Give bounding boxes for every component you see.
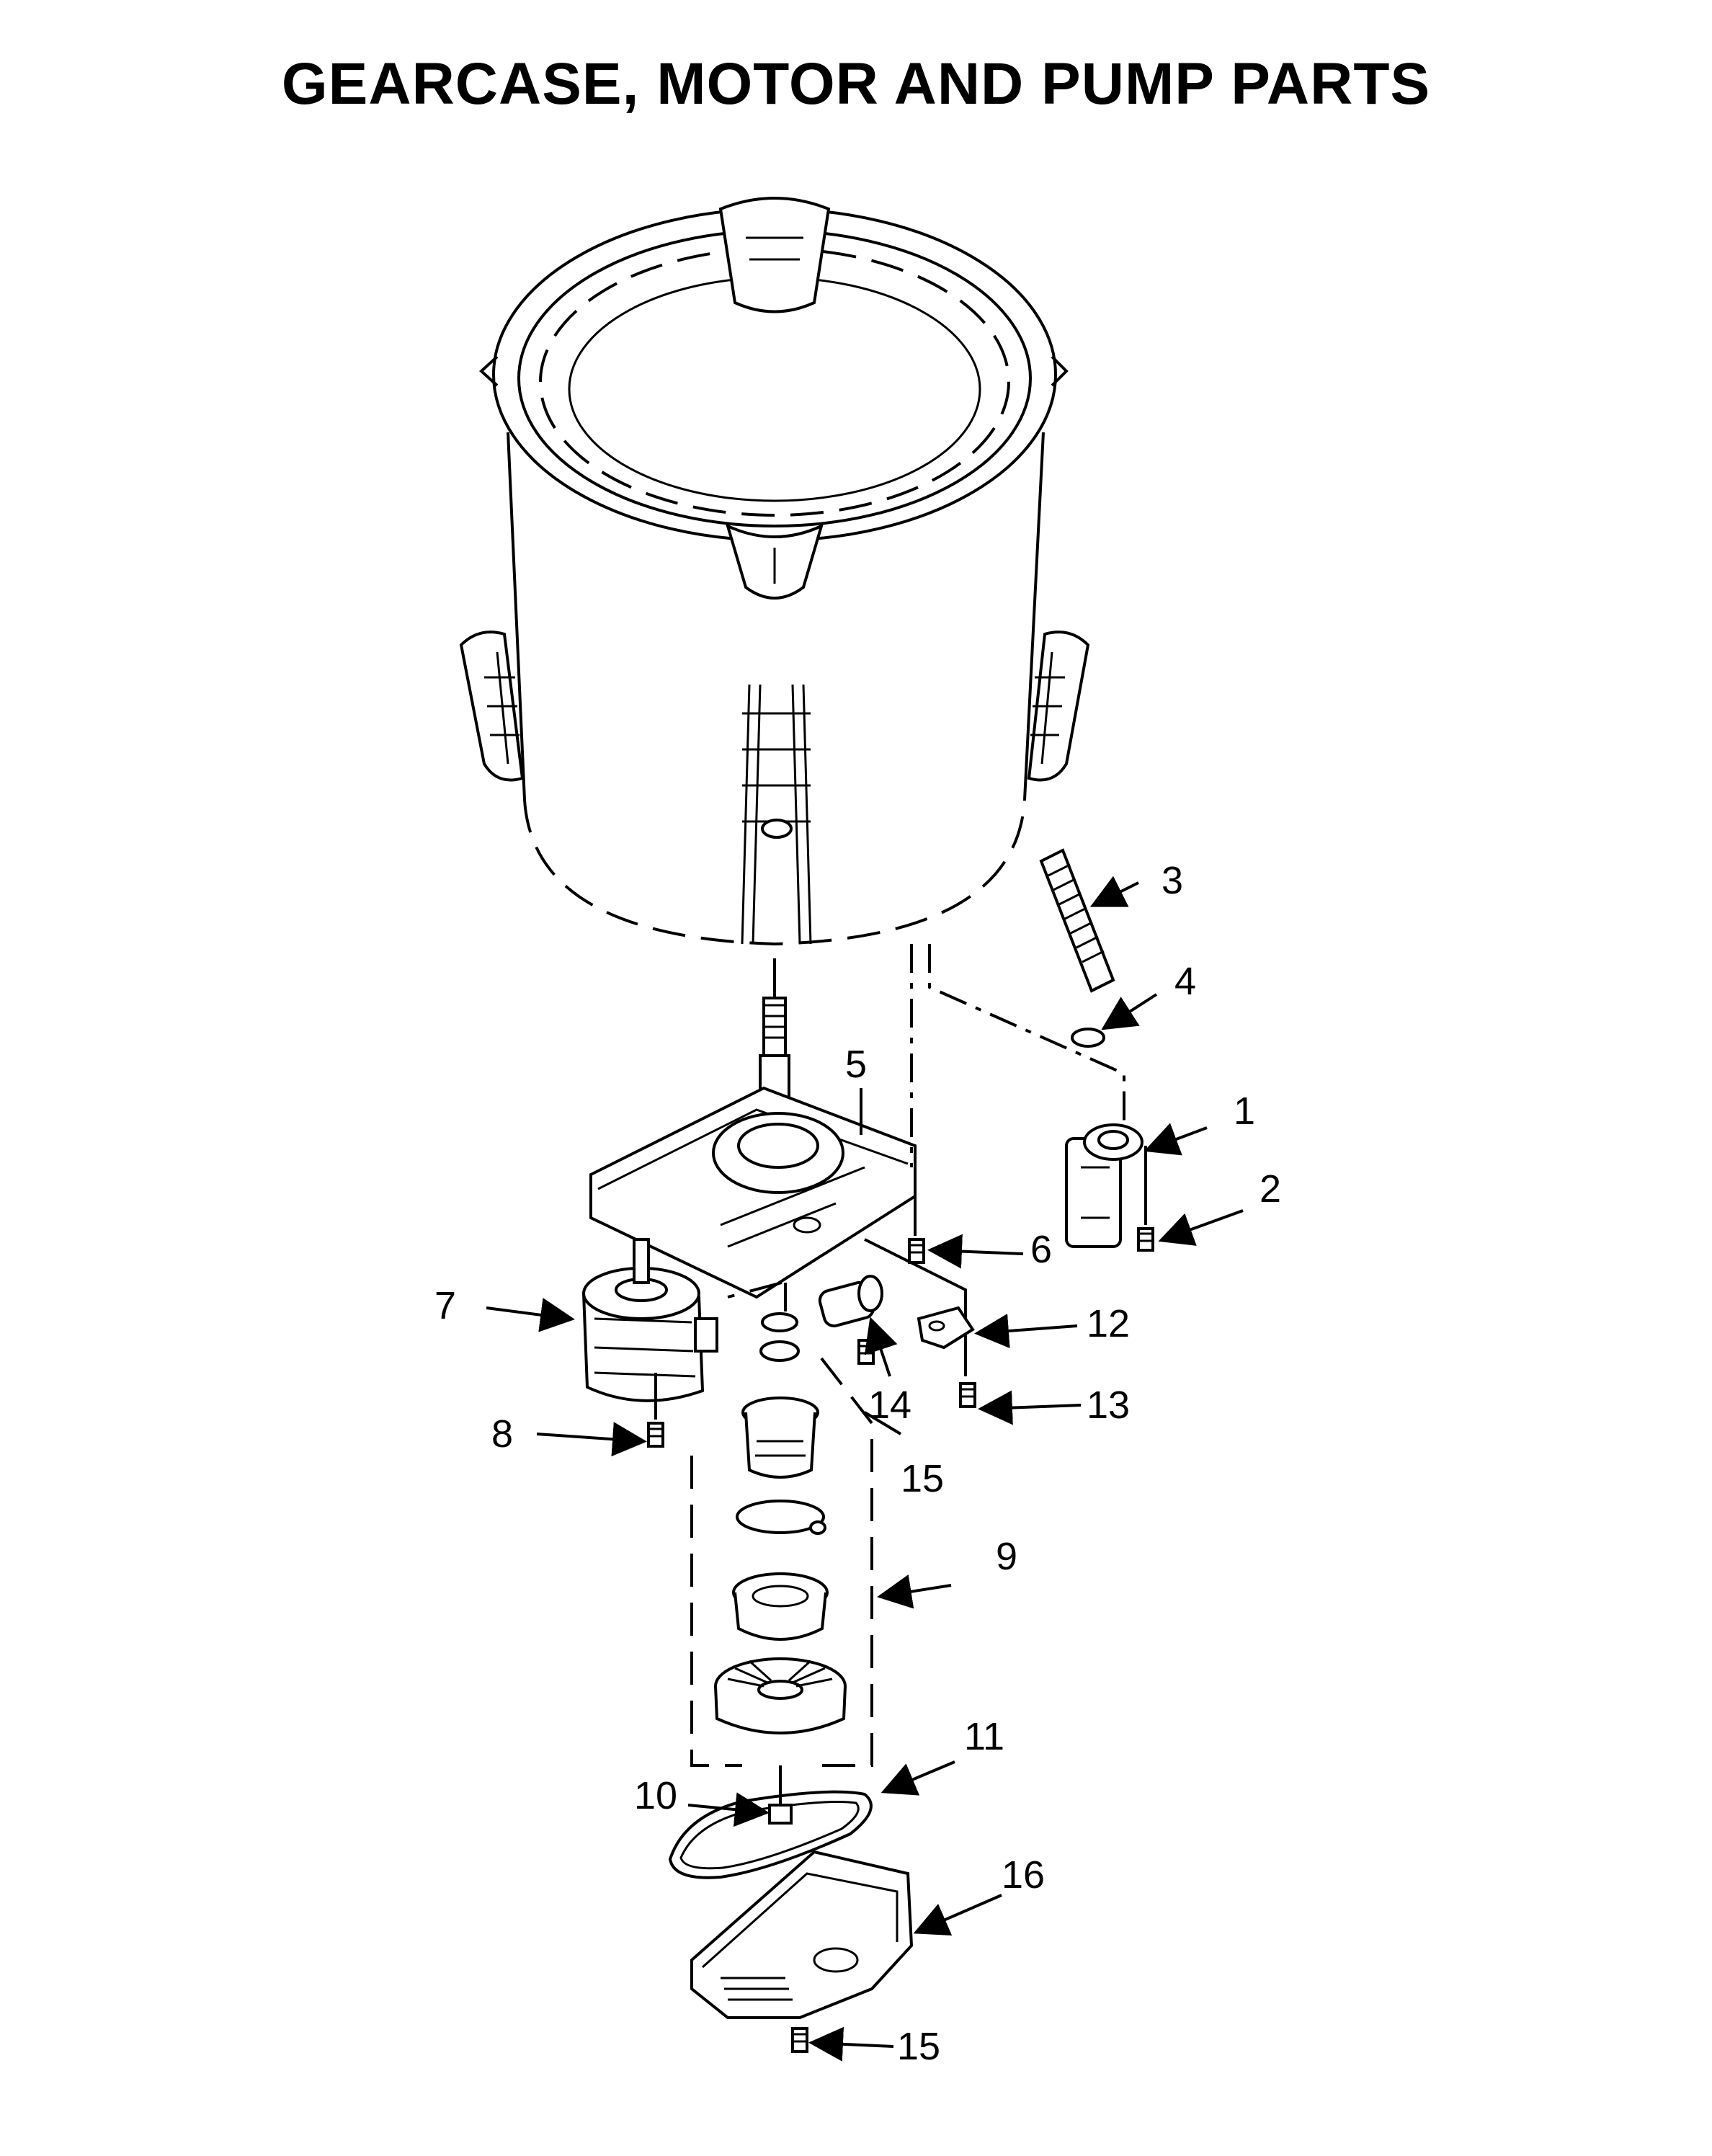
callout-4: 4 bbox=[1174, 960, 1196, 1003]
callout-11: 11 bbox=[964, 1715, 1004, 1758]
drain-pump bbox=[1065, 1123, 1143, 1248]
callout-2: 2 bbox=[1260, 1167, 1281, 1211]
pulley-nut bbox=[768, 1804, 793, 1825]
drain-hose bbox=[1039, 848, 1115, 993]
callout-16: 16 bbox=[1002, 1853, 1045, 1897]
switch-screw bbox=[959, 1382, 976, 1408]
pump-screw bbox=[1137, 1227, 1154, 1252]
callout-arrows bbox=[486, 876, 1244, 2062]
callout-1: 1 bbox=[1234, 1090, 1255, 1133]
callout-15-lower: 15 bbox=[897, 2025, 940, 2068]
pump-connection-line bbox=[928, 944, 1125, 1124]
callout-15-upper: 15 bbox=[901, 1457, 944, 1500]
switch-leader bbox=[864, 1238, 967, 1376]
drive-motor bbox=[581, 1238, 718, 1402]
drive-pulley bbox=[714, 1657, 847, 1734]
hose-clamp bbox=[1071, 1028, 1105, 1048]
outer-tub bbox=[459, 197, 1090, 946]
callout-6: 6 bbox=[1030, 1228, 1052, 1271]
motor-shield bbox=[690, 1850, 914, 2019]
shield-screw bbox=[791, 2027, 808, 2053]
page-title: GEARCASE, MOTOR AND PUMP PARTS bbox=[281, 51, 1431, 117]
callout-8: 8 bbox=[491, 1412, 513, 1456]
retaining-ring bbox=[736, 1500, 826, 1535]
callout-10: 10 bbox=[634, 1774, 677, 1817]
spring bbox=[759, 1312, 800, 1362]
callout-12: 12 bbox=[1087, 1302, 1130, 1345]
callout-14: 14 bbox=[868, 1384, 911, 1427]
callout-7: 7 bbox=[434, 1284, 456, 1327]
gearcase-kit-outline bbox=[690, 1281, 873, 1767]
capacitor bbox=[818, 1275, 883, 1328]
callout-5: 5 bbox=[845, 1043, 867, 1086]
callout-labels: 1 2 3 4 5 6 7 8 9 10 11 12 13 14 15 15 1… bbox=[434, 859, 1281, 2068]
clutch-cylinder bbox=[741, 1396, 819, 1479]
capacitor-screw bbox=[857, 1339, 875, 1365]
callout-9: 9 bbox=[996, 1535, 1017, 1578]
motor-screw bbox=[647, 1422, 664, 1448]
callout-13: 13 bbox=[1087, 1384, 1130, 1427]
clutch-housing bbox=[732, 1572, 829, 1641]
callout-3: 3 bbox=[1162, 859, 1183, 902]
mounting-plate bbox=[589, 1086, 917, 1299]
plate-screw bbox=[908, 1238, 925, 1264]
lid-switch bbox=[917, 1306, 975, 1350]
